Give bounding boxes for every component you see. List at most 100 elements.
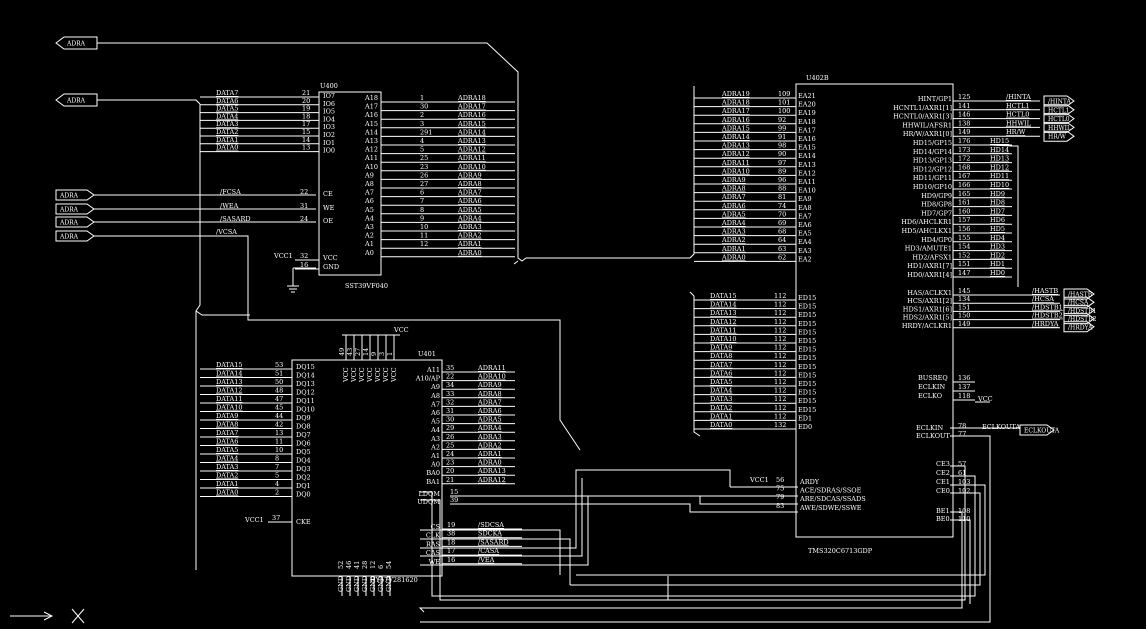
u401-top-vcc: VCC bbox=[390, 367, 398, 383]
u400-addr-pin: A0 bbox=[364, 249, 374, 257]
u401-top-num: 9 bbox=[370, 352, 378, 356]
u401-dq-pin: DQ5 bbox=[296, 448, 311, 456]
u402b-clk-pin: ECLKOUT bbox=[916, 432, 951, 440]
u402b-ea-pin: EA11 bbox=[798, 178, 816, 186]
u402b-hpi-pin: HR/W/AXR1[0] bbox=[903, 130, 952, 138]
port-adra-left-1-shape bbox=[55, 189, 95, 201]
u401-ctl-net: /VEA bbox=[478, 556, 495, 564]
u402b-hpi-net: HD4 bbox=[990, 234, 1005, 242]
u400-addr-pin: A17 bbox=[364, 103, 378, 111]
u402b-ed-net: DATA14 bbox=[710, 301, 737, 309]
u402b-part: TMS320C6713GDP bbox=[808, 547, 873, 555]
u402b-hpi-net: HD7 bbox=[990, 207, 1005, 215]
u400-addr-num: 30 bbox=[420, 103, 428, 111]
u401-a-pin: A1 bbox=[430, 452, 440, 460]
u400-data-net: DATA7 bbox=[216, 89, 238, 97]
u402b-ea-pin: EA9 bbox=[798, 195, 812, 203]
u401-ctl-net: /SDCSA bbox=[478, 521, 504, 529]
u402b-hpi-net: HCTL1 bbox=[1006, 102, 1029, 110]
u402b-hpi-pin: HD8/GP8 bbox=[921, 201, 952, 209]
u400-addr-net: ADRA17 bbox=[457, 103, 486, 111]
u401-a-net: ADRA9 bbox=[477, 381, 502, 389]
u402b-out-tag-5-label: HR/W bbox=[1048, 134, 1067, 141]
u402b-ed-pin: ED0 bbox=[798, 423, 812, 431]
u401-a-pin: A10/AP bbox=[415, 375, 441, 383]
u402b-ea-pin: EA4 bbox=[798, 238, 812, 246]
u400-ctrl-net: /FCSA bbox=[220, 188, 241, 196]
u402b-ed-num: 112 bbox=[774, 309, 786, 317]
u401-dq-net: DATA12 bbox=[216, 387, 243, 395]
u400-ctrl-num: 31 bbox=[300, 202, 308, 210]
u401-a-pin: A5 bbox=[430, 418, 440, 426]
u402b-out-tag-10-shape bbox=[1063, 321, 1095, 333]
u402b-hpi-num: 168 bbox=[958, 163, 970, 171]
u402b-ctl-num: 83 bbox=[776, 502, 784, 510]
port-adra-left-1-label: ADRA bbox=[59, 193, 79, 200]
port-adra-left-2: ADRA bbox=[55, 203, 95, 215]
u400-data-pin: IO1 bbox=[323, 139, 335, 147]
u402b-be-num: 108 bbox=[958, 507, 970, 515]
port-adra-left-3: ADRA bbox=[55, 216, 95, 228]
u400-addr-net: ADRA9 bbox=[457, 171, 482, 179]
u401-top-vcc: VCC bbox=[350, 367, 358, 383]
u401-a-num: 32 bbox=[446, 398, 454, 406]
u402b-ea-pin: EA14 bbox=[798, 152, 816, 160]
u401-dq-pin: DQ1 bbox=[296, 482, 311, 490]
u402b-hpi-pin: HD3/AMUTE1 bbox=[905, 245, 952, 253]
u402b-ea-num: 92 bbox=[778, 116, 786, 124]
u402b-clk-net: ECLKOUTA bbox=[982, 423, 1021, 431]
u400-addr-pin: A18 bbox=[364, 94, 378, 102]
u402b-ed-pin: ED15 bbox=[798, 328, 816, 336]
u401-bot-gnd: GND bbox=[345, 576, 353, 592]
u402b-misc-pin: ECLKO bbox=[918, 392, 942, 400]
u402b-ctl-num: 79 bbox=[776, 493, 784, 501]
u401-dq-num: 5 bbox=[275, 472, 279, 480]
u402b-clk-tag: ECLKOUTA bbox=[1019, 424, 1060, 436]
u402b-hpi-net: HD1 bbox=[990, 260, 1005, 268]
u402b-ed-num: 112 bbox=[774, 387, 786, 395]
u402b-clk-num: 78 bbox=[958, 422, 966, 430]
u400-data-pin: IO0 bbox=[323, 147, 335, 155]
u402b-ea-pin: EA12 bbox=[798, 169, 816, 177]
u401-bot-gnd: GND bbox=[353, 576, 361, 592]
u402b-ed-net: DATA9 bbox=[710, 344, 732, 352]
u402b-hpi-pin: HD15/GP15 bbox=[913, 139, 952, 147]
u402b-ed-net: DATA2 bbox=[710, 404, 732, 412]
u402b-hpi-net: HD11 bbox=[990, 172, 1009, 180]
u401-dq-num: 44 bbox=[275, 412, 283, 420]
u402b-ce-num: 102 bbox=[958, 487, 970, 495]
u402b-hpi-net: HD15 bbox=[990, 137, 1009, 145]
u402b-hpi-num: 173 bbox=[958, 146, 970, 154]
u400-addr-pin: A5 bbox=[364, 206, 374, 214]
u402b-ea-net: ADRA3 bbox=[721, 228, 746, 236]
u402b-ea-net: ADRA4 bbox=[721, 219, 746, 227]
u402b-ce-pin: CE3 bbox=[936, 460, 950, 468]
u400-vcsa-net: /VCSA bbox=[216, 228, 237, 236]
u400-addr-num: 9 bbox=[420, 214, 424, 222]
u402b-ed-pin: ED15 bbox=[798, 397, 816, 405]
u401-a-pin: A11 bbox=[426, 366, 440, 374]
u402b-out-tag-5: HR/W bbox=[1043, 130, 1075, 142]
u400-addr-num: 3 bbox=[420, 120, 424, 128]
u402b-hpi-net: HHWIL bbox=[1006, 119, 1032, 127]
u401-bot-gnd: GND bbox=[361, 576, 369, 592]
u400-addr-num: 4 bbox=[420, 137, 424, 145]
u402b-ea-net: ADRA1 bbox=[721, 245, 746, 253]
u401-ctl-net: /SASARD bbox=[478, 538, 509, 546]
u401-dq-num: 2 bbox=[275, 489, 279, 497]
u402b-ea-pin: EA8 bbox=[798, 204, 812, 212]
u402b-ed-net: DATA4 bbox=[710, 387, 732, 395]
u400-addr-num: 2 bbox=[420, 111, 424, 119]
u401-ctl-pin: RAS bbox=[426, 540, 440, 548]
u400-addr-net: ADRA15 bbox=[457, 120, 486, 128]
u400-addr-pin: A11 bbox=[364, 154, 378, 162]
u402b-hpi-pin: HD7/GP7 bbox=[921, 209, 952, 217]
u401-dqm-num: 15 bbox=[450, 488, 458, 496]
u402b-ea-num: 74 bbox=[778, 202, 786, 210]
u402b-ea-net: ADRA10 bbox=[721, 167, 750, 175]
u402b-ed-pin: ED15 bbox=[798, 294, 816, 302]
u402b-hpi-pin: HD1/AXR1[7] bbox=[907, 262, 952, 270]
u402b-ea-pin: EA6 bbox=[798, 221, 812, 229]
u401-dq-num: 11 bbox=[275, 438, 283, 446]
u402b-hpi-net: /HDSTB1 bbox=[1032, 303, 1063, 311]
